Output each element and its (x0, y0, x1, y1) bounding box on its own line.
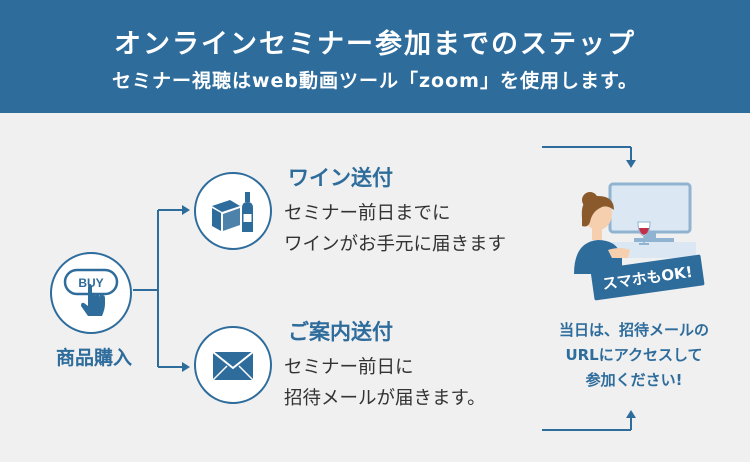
purchase-circle: BUY (50, 252, 132, 334)
join-instructions: 当日は、招待メールの URLにアクセスして 参加ください! (520, 318, 748, 393)
step-wine-title: ワイン送付 (288, 166, 393, 190)
join-instructions-line3: 参加ください! (585, 371, 683, 389)
buy-button-icon: BUY (63, 268, 119, 316)
header-banner: オンラインセミナー参加までのステップ セミナー視聴はweb動画ツール「zoom」… (0, 0, 750, 113)
step-mail-desc: セミナー前日に 招待メールが届きます。 (284, 352, 486, 414)
arrow-to-mail-icon (182, 362, 190, 372)
page-title: オンラインセミナー参加までのステップ (114, 29, 636, 60)
join-instructions-line2: URLにアクセスして (565, 346, 703, 364)
purchase-label: 商品購入 (55, 347, 132, 369)
join-instructions-line1: 当日は、招待メールの (558, 321, 709, 339)
mail-step-circle (194, 326, 272, 404)
wine-step-circle (194, 172, 272, 250)
step-wine-desc-line1: セミナー前日までに (284, 203, 451, 224)
arrow-to-wine-icon (182, 205, 190, 215)
step-mail-desc-line1: セミナー前日に (284, 357, 414, 378)
step-mail-desc-line2: 招待メールが届きます。 (284, 388, 486, 409)
wine-box-icon (212, 192, 253, 232)
arrow-down-icon (626, 160, 636, 168)
page-subtitle: セミナー視聴はweb動画ツール「zoom」を使用します。 (111, 70, 639, 92)
step-mail-title: ご案内送付 (288, 320, 393, 344)
buy-icon-text: BUY (78, 276, 103, 290)
online-viewer-illustration (574, 182, 696, 274)
step-wine-desc-line2: ワインがお手元に届きます (284, 234, 507, 255)
person-avatar (574, 192, 630, 274)
arrow-up-icon (626, 410, 636, 418)
step-wine-desc: セミナー前日までに ワインがお手元に届きます (284, 198, 506, 260)
envelope-icon (212, 351, 254, 381)
wine-glass-icon (637, 221, 651, 245)
